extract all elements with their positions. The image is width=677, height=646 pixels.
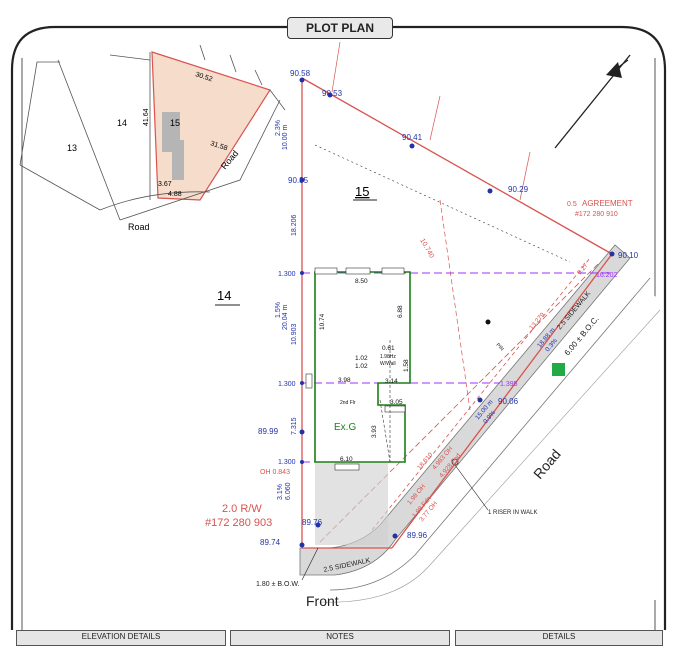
building-dim: 1.02 — [355, 363, 368, 370]
lot-number: 15 — [355, 184, 369, 199]
building-label: Ex.G — [334, 422, 356, 433]
building-note: 2nd Flr — [340, 400, 356, 406]
key-map: 13 14 15 30.52 41.64 31.58 3.67 4.88 Roa… — [19, 44, 286, 232]
key-map-lot-14: 14 — [117, 118, 127, 128]
key-map-dim: 3.67 — [158, 181, 172, 188]
elevation-label: 90.58 — [290, 69, 311, 78]
level-label: 1.300 — [278, 459, 296, 466]
level-label: 1.395 — [500, 381, 518, 388]
plot-plan-title: PLOT PLAN — [287, 17, 393, 39]
building-note: W/Wall — [380, 361, 396, 367]
side-dim: 10.903 — [291, 323, 298, 345]
building-dim: 6.10 — [340, 456, 353, 463]
building-dim: 6.88 — [397, 305, 404, 318]
building-dim: 1.58 — [403, 359, 410, 372]
agreement-title: AGREEMENT — [582, 199, 633, 208]
building-note: 1.98Hz — [380, 354, 396, 360]
side-dim: 7.315 — [291, 417, 298, 435]
side-dim: 2.3% — [275, 120, 282, 136]
fire-hydrant-icon — [552, 363, 565, 376]
elevation-label: 90.53 — [322, 89, 343, 98]
footer-tab-details[interactable]: DETAILS — [455, 630, 663, 646]
key-map-dim: 41.64 — [143, 108, 150, 126]
oh-label: OH 0.843 — [260, 469, 290, 476]
building-dim: 10.74 — [319, 313, 326, 330]
row-title: 2.0 R/W — [222, 503, 262, 515]
adjacent-lot-number: 14 — [217, 288, 231, 303]
existing-garage-building — [305, 267, 411, 471]
level-label: 1.300 — [278, 271, 296, 278]
bow-label: 1.80 ± B.O.W. — [256, 581, 300, 588]
agreement-prefix: 0.5 — [567, 201, 577, 208]
side-dim: 10.00 m — [282, 125, 289, 150]
agreement-ref: #172 280 910 — [575, 211, 618, 218]
side-dim: 6.060 — [285, 482, 292, 500]
elevation-label: 90.41 — [402, 133, 423, 142]
side-dim: 1.5% — [275, 302, 282, 318]
sheet-border — [10, 25, 667, 630]
riser-label: 1 RISER IN WALK — [488, 510, 537, 516]
elevation-label: 89.76 — [302, 518, 323, 527]
frontage-dim: 13.279 — [528, 311, 546, 331]
elevation-label: 90.29 — [508, 185, 529, 194]
key-map-lot-13: 13 — [67, 143, 77, 153]
side-dim: 18.206 — [291, 214, 298, 236]
building-dim: 3.05 — [390, 399, 403, 406]
elevation-markers — [299, 77, 615, 548]
north-arrow-icon — [554, 54, 631, 149]
key-map-lot-15-label: 15 — [170, 118, 180, 128]
building-dim: 0.61 — [382, 345, 395, 352]
elevation-label: 89.99 — [258, 427, 279, 436]
building-dim: 3.14 — [385, 378, 398, 385]
pin-label: PIN — [495, 342, 505, 352]
key-map-road-label: Road — [128, 222, 150, 232]
front-label: Front — [306, 593, 339, 609]
footer-tab-notes[interactable]: NOTES — [230, 630, 450, 646]
key-map-dim: 4.88 — [168, 191, 182, 198]
side-dim: 3.1% — [277, 484, 284, 500]
elevation-label: 90.10 — [618, 251, 639, 260]
building-dim: 1.02 — [355, 355, 368, 362]
elevation-label: 90.35 — [288, 176, 309, 185]
footer-tab-elevation-details[interactable]: ELEVATION DETAILS — [16, 630, 226, 646]
level-label: 16.202 — [596, 272, 618, 279]
elevation-label: 90.06 — [498, 397, 519, 406]
row-ref: #172 280 903 — [205, 517, 272, 529]
elevation-label: 89.96 — [407, 531, 428, 540]
road-edge — [329, 277, 651, 591]
level-label: 1.300 — [278, 381, 296, 388]
side-dim: 20.04 m — [282, 305, 289, 330]
building-dim: 3.98 — [338, 377, 351, 384]
building-dim: 8.50 — [355, 278, 368, 285]
building-dim: 3.93 — [371, 425, 378, 438]
misc-dim: 10.740 — [418, 238, 435, 260]
elevation-label: 89.74 — [260, 538, 281, 547]
